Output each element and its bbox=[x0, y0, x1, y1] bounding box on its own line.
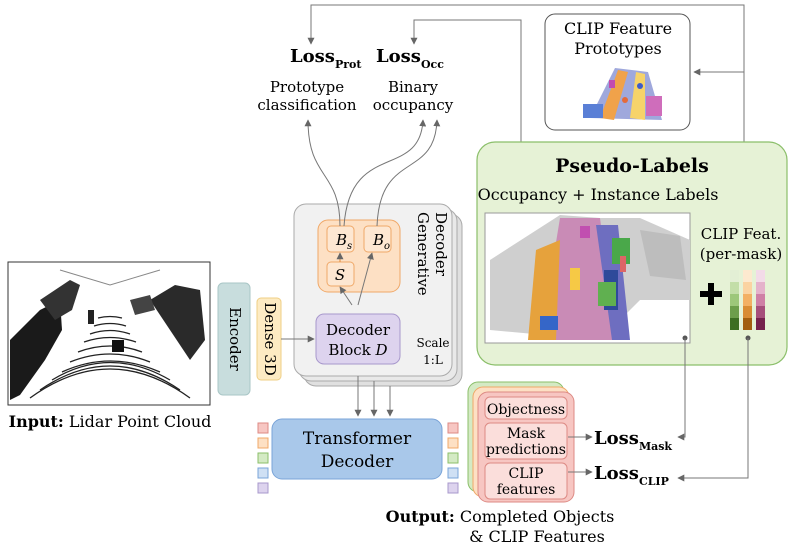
pseudo-labels-subtitle: Occupancy + Instance Labels bbox=[478, 185, 719, 204]
loss-occ-desc1: Binary bbox=[388, 78, 439, 96]
output-stack bbox=[467, 381, 575, 503]
output-mask-line1: Mask bbox=[507, 426, 546, 442]
loss-prot-desc2: classification bbox=[257, 96, 357, 114]
output-objectness: Objectness bbox=[487, 402, 565, 418]
query-tokens-left bbox=[257, 422, 269, 494]
scale-label-2: 1:L bbox=[423, 353, 443, 367]
orange-head-box bbox=[317, 219, 401, 293]
prototype-pointcloud bbox=[583, 68, 662, 120]
dense3d-label: Dense 3D bbox=[261, 302, 279, 375]
encoder-label: Encoder bbox=[226, 307, 244, 372]
clip-feature-bars bbox=[730, 270, 765, 330]
input-caption-text: Lidar Point Cloud bbox=[64, 412, 212, 431]
generative-title-line2: Decoder bbox=[432, 212, 450, 277]
transformer-decoder-block bbox=[271, 418, 443, 480]
output-caption-line1: Output: Completed Objects bbox=[386, 507, 615, 526]
pseudo-labels-title: Pseudo-Labels bbox=[555, 155, 709, 177]
loss-occ: LossOcc bbox=[376, 46, 444, 71]
clip-prototypes-box bbox=[544, 13, 691, 131]
transformer-line1: Transformer bbox=[303, 429, 412, 449]
loss-prot-desc1: Prototype bbox=[270, 78, 344, 96]
loss-prot: LossProt bbox=[290, 46, 362, 71]
output-caption-line2: & CLIP Features bbox=[469, 527, 605, 546]
lidar-input-image bbox=[7, 261, 211, 406]
loss-mask: LossMask bbox=[594, 428, 672, 453]
generative-title-line1: Generative bbox=[414, 212, 432, 296]
plus-icon bbox=[700, 283, 722, 305]
output-mask-line2: predictions bbox=[486, 442, 566, 458]
clip-feat-line1: CLIP Feat. bbox=[701, 225, 781, 243]
output-clip-line2: features bbox=[497, 482, 556, 498]
input-caption-bold: Input: bbox=[9, 412, 64, 431]
output-clip-line1: CLIP bbox=[509, 466, 544, 482]
svg-text:Generative Decoder: Generative Decoder bbox=[414, 212, 450, 300]
decoder-block-d bbox=[315, 313, 401, 365]
clip-prototypes-line1: CLIP Feature bbox=[564, 19, 672, 38]
scale-label-1: Scale bbox=[416, 336, 449, 350]
loss-clip: LossCLIP bbox=[594, 463, 669, 488]
bs-node: Bs bbox=[335, 231, 352, 252]
dense3d-block: Dense 3D bbox=[256, 297, 282, 381]
encoder-block: Encoder bbox=[217, 282, 251, 396]
query-tokens-right bbox=[447, 422, 459, 494]
svg-text:Input: Lidar Point Cloud: Input: Lidar Point Cloud bbox=[9, 412, 212, 431]
clip-prototypes-line2: Prototypes bbox=[574, 39, 662, 58]
s-node: S bbox=[335, 266, 345, 284]
transformer-line2: Decoder bbox=[321, 452, 394, 472]
clip-feat-line2: (per-mask) bbox=[700, 245, 782, 263]
decoder-block-line2: Block D bbox=[328, 341, 387, 359]
loss-occ-desc2: occupancy bbox=[373, 96, 454, 114]
pseudo-label-pointcloud bbox=[484, 212, 691, 344]
decoder-block-line1: Decoder bbox=[326, 321, 391, 339]
bo-node: Bo bbox=[372, 231, 390, 252]
